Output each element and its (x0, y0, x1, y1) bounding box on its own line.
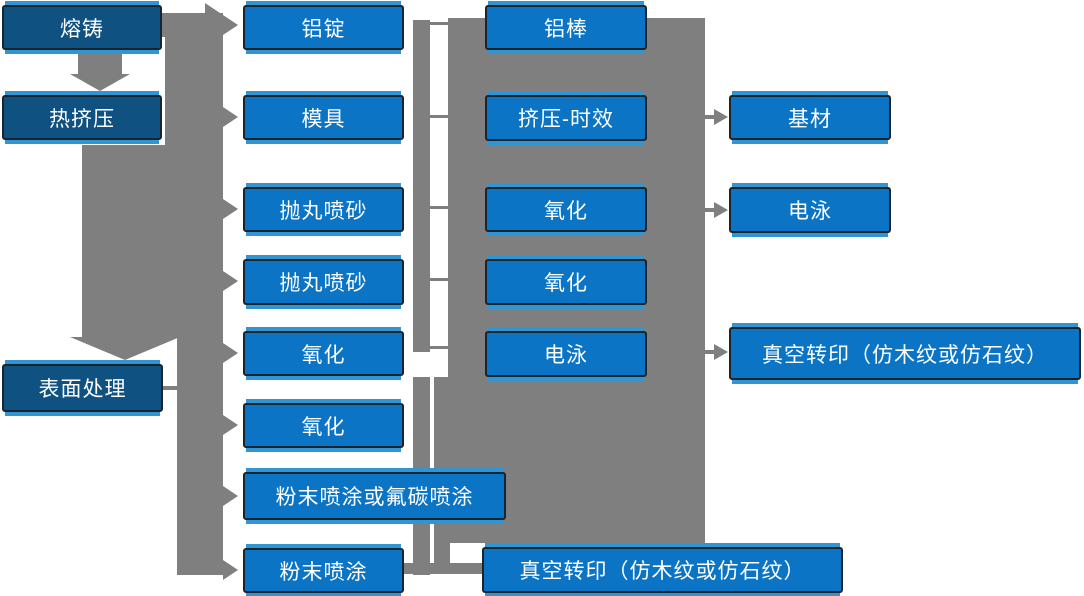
connector-melting-to-ingot-shaft (162, 13, 207, 37)
node-oxidation-4: 氧化 (485, 259, 647, 305)
arrow-down-icon (70, 74, 130, 91)
node-hot-extrusion: 热挤压 (2, 95, 162, 140)
arrow-right-icon (223, 271, 238, 291)
arrow-down-icon (70, 337, 180, 360)
connector-to-electrophoresis (705, 208, 715, 212)
connector-mid-link (413, 278, 448, 281)
node-oxidation-3: 氧化 (485, 187, 647, 232)
connector-powder-to-vacuum (404, 563, 484, 574)
connector-mid-bar-upper (413, 20, 430, 352)
arrow-right-icon (714, 344, 728, 360)
node-oxidation-1: 氧化 (243, 331, 404, 376)
arrow-right-icon (223, 486, 238, 506)
node-aluminum-rod: 铝棒 (485, 5, 647, 50)
arrow-right-icon (223, 199, 238, 219)
connector-surface-treatment-link (163, 386, 179, 390)
arrow-right-icon (223, 343, 238, 363)
connector-left-block (82, 145, 223, 337)
connector-mid-link (413, 115, 448, 118)
node-electrophoresis-1: 电泳 (485, 331, 647, 377)
connector-trunk-bottom (177, 337, 223, 575)
node-powder-spraying: 粉末喷涂 (243, 548, 404, 593)
arrow-right-icon (223, 560, 238, 580)
node-vacuum-transfer-right: 真空转印（仿木纹或仿石纹） (729, 327, 1081, 380)
node-vacuum-transfer-bottom: 真空转印（仿木纹或仿石纹） (482, 547, 843, 593)
node-shot-blasting-1: 抛丸喷砂 (243, 187, 404, 232)
node-powder-or-fluorocarbon-spraying: 粉末喷涂或氟碳喷涂 (243, 472, 506, 520)
node-surface-treatment: 表面处理 (2, 364, 163, 412)
node-extrusion-aging: 挤压-时效 (485, 95, 647, 141)
connector-melting-to-extrusion-shaft (78, 50, 122, 75)
node-oxidation-2: 氧化 (243, 403, 404, 448)
arrow-right-icon (223, 107, 238, 127)
connector-mid-link (413, 346, 448, 349)
arrow-right-icon (223, 415, 238, 435)
connector-to-base-material (705, 115, 715, 119)
connector-mid-link (413, 206, 448, 209)
arrow-right-icon (714, 202, 728, 218)
node-mold: 模具 (243, 95, 404, 140)
node-shot-blasting-2: 抛丸喷砂 (243, 259, 404, 305)
node-aluminum-ingot: 铝锭 (243, 5, 404, 50)
arrow-right-icon (714, 109, 728, 125)
node-base-material: 基材 (729, 95, 891, 140)
connector-to-vacuum-transfer (705, 350, 715, 354)
connector-mid-link (413, 22, 448, 25)
node-melting: 熔铸 (2, 5, 162, 50)
node-electrophoresis-2: 电泳 (729, 187, 891, 233)
